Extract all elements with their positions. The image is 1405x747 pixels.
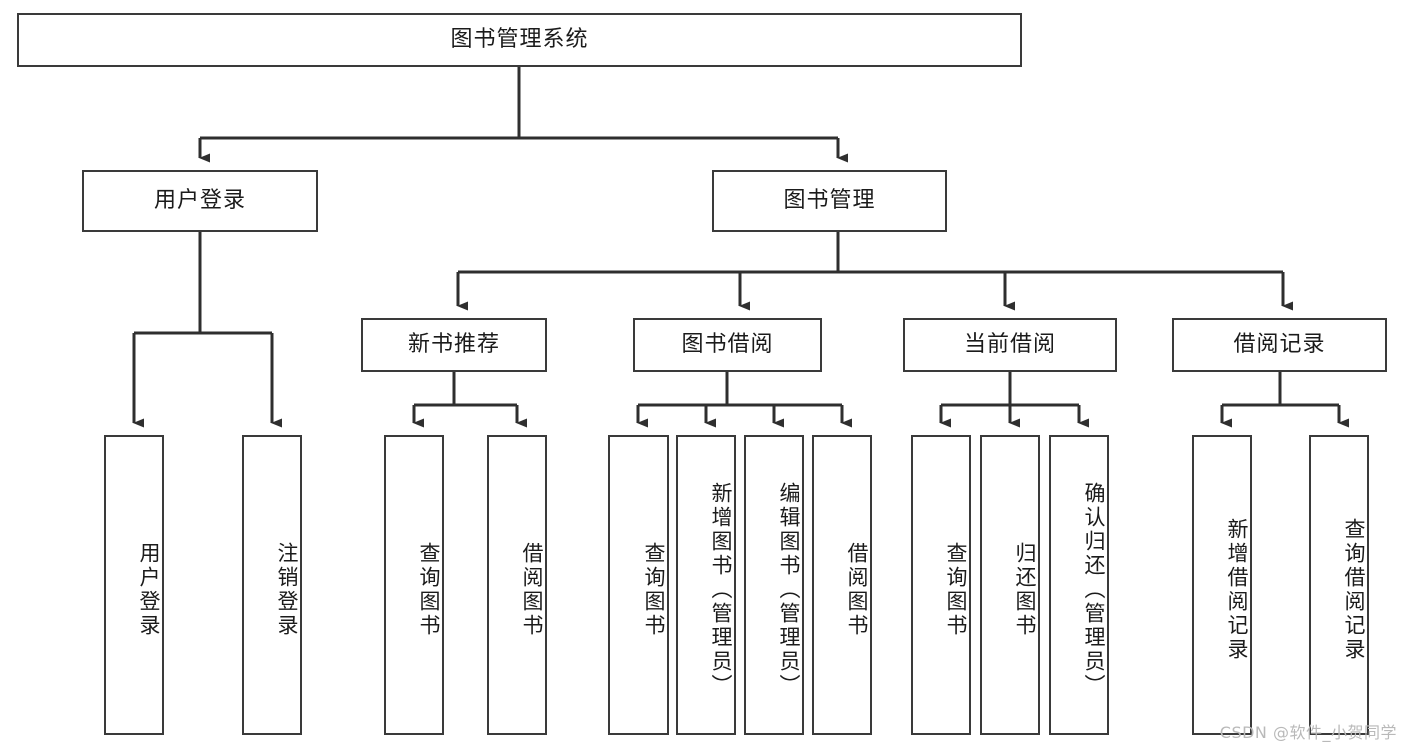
- leaf-user-login[interactable]: 用户登录: [104, 435, 164, 735]
- leaf-borrow-book-recommend-label: 借阅图书: [520, 542, 544, 638]
- leaf-add-book-admin[interactable]: 新增图书（管理员）: [676, 435, 736, 735]
- leaf-user-login-label: 用户登录: [137, 542, 161, 638]
- node-current-borrow-label: 当前借阅: [963, 331, 1056, 357]
- leaf-logout-login-label: 注销登录: [275, 542, 299, 638]
- leaf-query-book-borrow-label: 查询图书: [642, 542, 666, 638]
- leaf-query-borrow-record-label: 查询借阅记录: [1342, 518, 1366, 662]
- leaf-query-book-recommend-label: 查询图书: [417, 542, 441, 638]
- node-borrow-record-label: 借阅记录: [1233, 331, 1326, 357]
- node-borrow-record[interactable]: 借阅记录: [1172, 318, 1387, 372]
- node-root[interactable]: 图书管理系统: [17, 13, 1022, 67]
- node-user-login[interactable]: 用户登录: [82, 170, 318, 232]
- leaf-return-book-label: 归还图书: [1013, 542, 1037, 638]
- leaf-add-book-admin-label: 新增图书（管理员）: [709, 482, 733, 698]
- node-new-book-recommend[interactable]: 新书推荐: [361, 318, 547, 372]
- leaf-borrow-book[interactable]: 借阅图书: [812, 435, 872, 735]
- leaf-query-book-current-label: 查询图书: [944, 542, 968, 638]
- leaf-confirm-return-admin[interactable]: 确认归还（管理员）: [1049, 435, 1109, 735]
- node-current-borrow[interactable]: 当前借阅: [903, 318, 1117, 372]
- leaf-add-borrow-record-label: 新增借阅记录: [1225, 518, 1249, 662]
- leaf-edit-book-admin-label: 编辑图书（管理员）: [777, 482, 801, 698]
- leaf-query-book-current[interactable]: 查询图书: [911, 435, 971, 735]
- leaf-borrow-book-label: 借阅图书: [845, 542, 869, 638]
- leaf-query-borrow-record[interactable]: 查询借阅记录: [1309, 435, 1369, 735]
- leaf-query-book-borrow[interactable]: 查询图书: [608, 435, 669, 735]
- leaf-query-book-recommend[interactable]: 查询图书: [384, 435, 444, 735]
- node-book-borrow[interactable]: 图书借阅: [633, 318, 822, 372]
- leaf-logout-login[interactable]: 注销登录: [242, 435, 302, 735]
- leaf-add-borrow-record[interactable]: 新增借阅记录: [1192, 435, 1252, 735]
- leaf-edit-book-admin[interactable]: 编辑图书（管理员）: [744, 435, 804, 735]
- node-book-borrow-label: 图书借阅: [681, 331, 774, 357]
- leaf-confirm-return-admin-label: 确认归还（管理员）: [1082, 482, 1106, 698]
- node-root-label: 图书管理系统: [450, 26, 589, 52]
- node-book-management[interactable]: 图书管理: [712, 170, 947, 232]
- node-book-management-label: 图书管理: [783, 187, 876, 213]
- node-user-login-label: 用户登录: [153, 187, 246, 213]
- leaf-borrow-book-recommend[interactable]: 借阅图书: [487, 435, 547, 735]
- leaf-return-book[interactable]: 归还图书: [980, 435, 1040, 735]
- node-new-book-recommend-label: 新书推荐: [407, 331, 500, 357]
